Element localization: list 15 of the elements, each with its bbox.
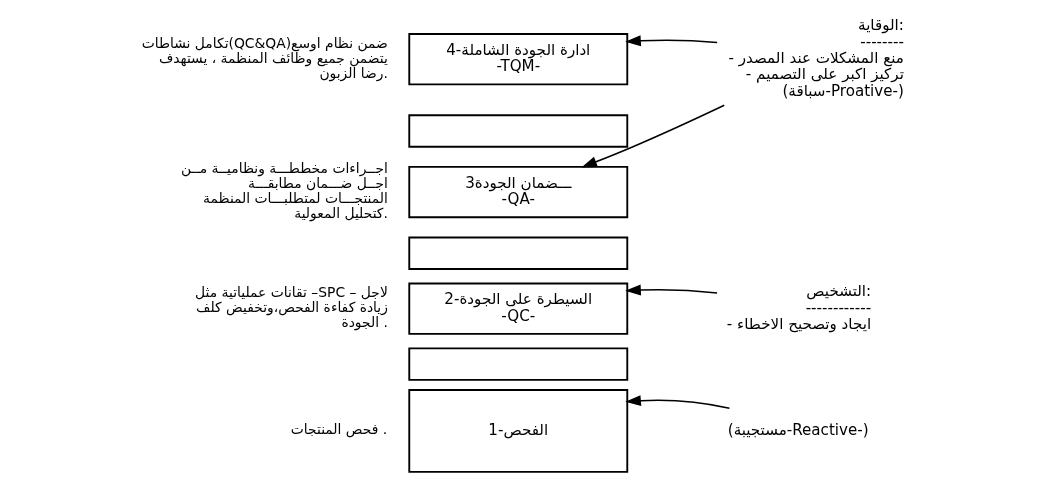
- arrow: [581, 104, 725, 168]
- node-label: اجــراءات مخططـــة ونظاميــة مــن اجــل ضـــمان مطابقـــة المنتجـــات لمتطلبـــات المنظمة كتحليل المعولية.: [181, 159, 388, 222]
- arrow: [625, 395, 731, 409]
- node-label: تكامل نشاطات(QC&QA)ضمن نظام اوسع يتضمن جميع وظائف المنظمة ، يستهدف رضا الزبون.: [141, 34, 388, 81]
- node-label: فحص المنتجات .: [290, 421, 388, 438]
- node-box: [408, 114, 629, 148]
- node-text: الوقاية: -------- - منع المشكلات عند المصدر - تركيز اكبر على التصميم (سباقة-Proative-): [728, 16, 904, 100]
- node-text: التشخيص: ------------ - ايجاد وتصحيح الاخطاء: [726, 282, 872, 333]
- node-box: [408, 347, 629, 381]
- arrow: [625, 35, 718, 47]
- node-text: (مستجيبة-Reactive-): [727, 420, 869, 439]
- arrow: [625, 284, 718, 296]
- node-box: 1-الفحص: [408, 389, 629, 473]
- node-label: تقانات عملياتية مثل –SPC – لاجل زيادة كفاءة الفحص،وتخفيض كلف الجودة .: [195, 284, 388, 331]
- node-box: [408, 236, 629, 270]
